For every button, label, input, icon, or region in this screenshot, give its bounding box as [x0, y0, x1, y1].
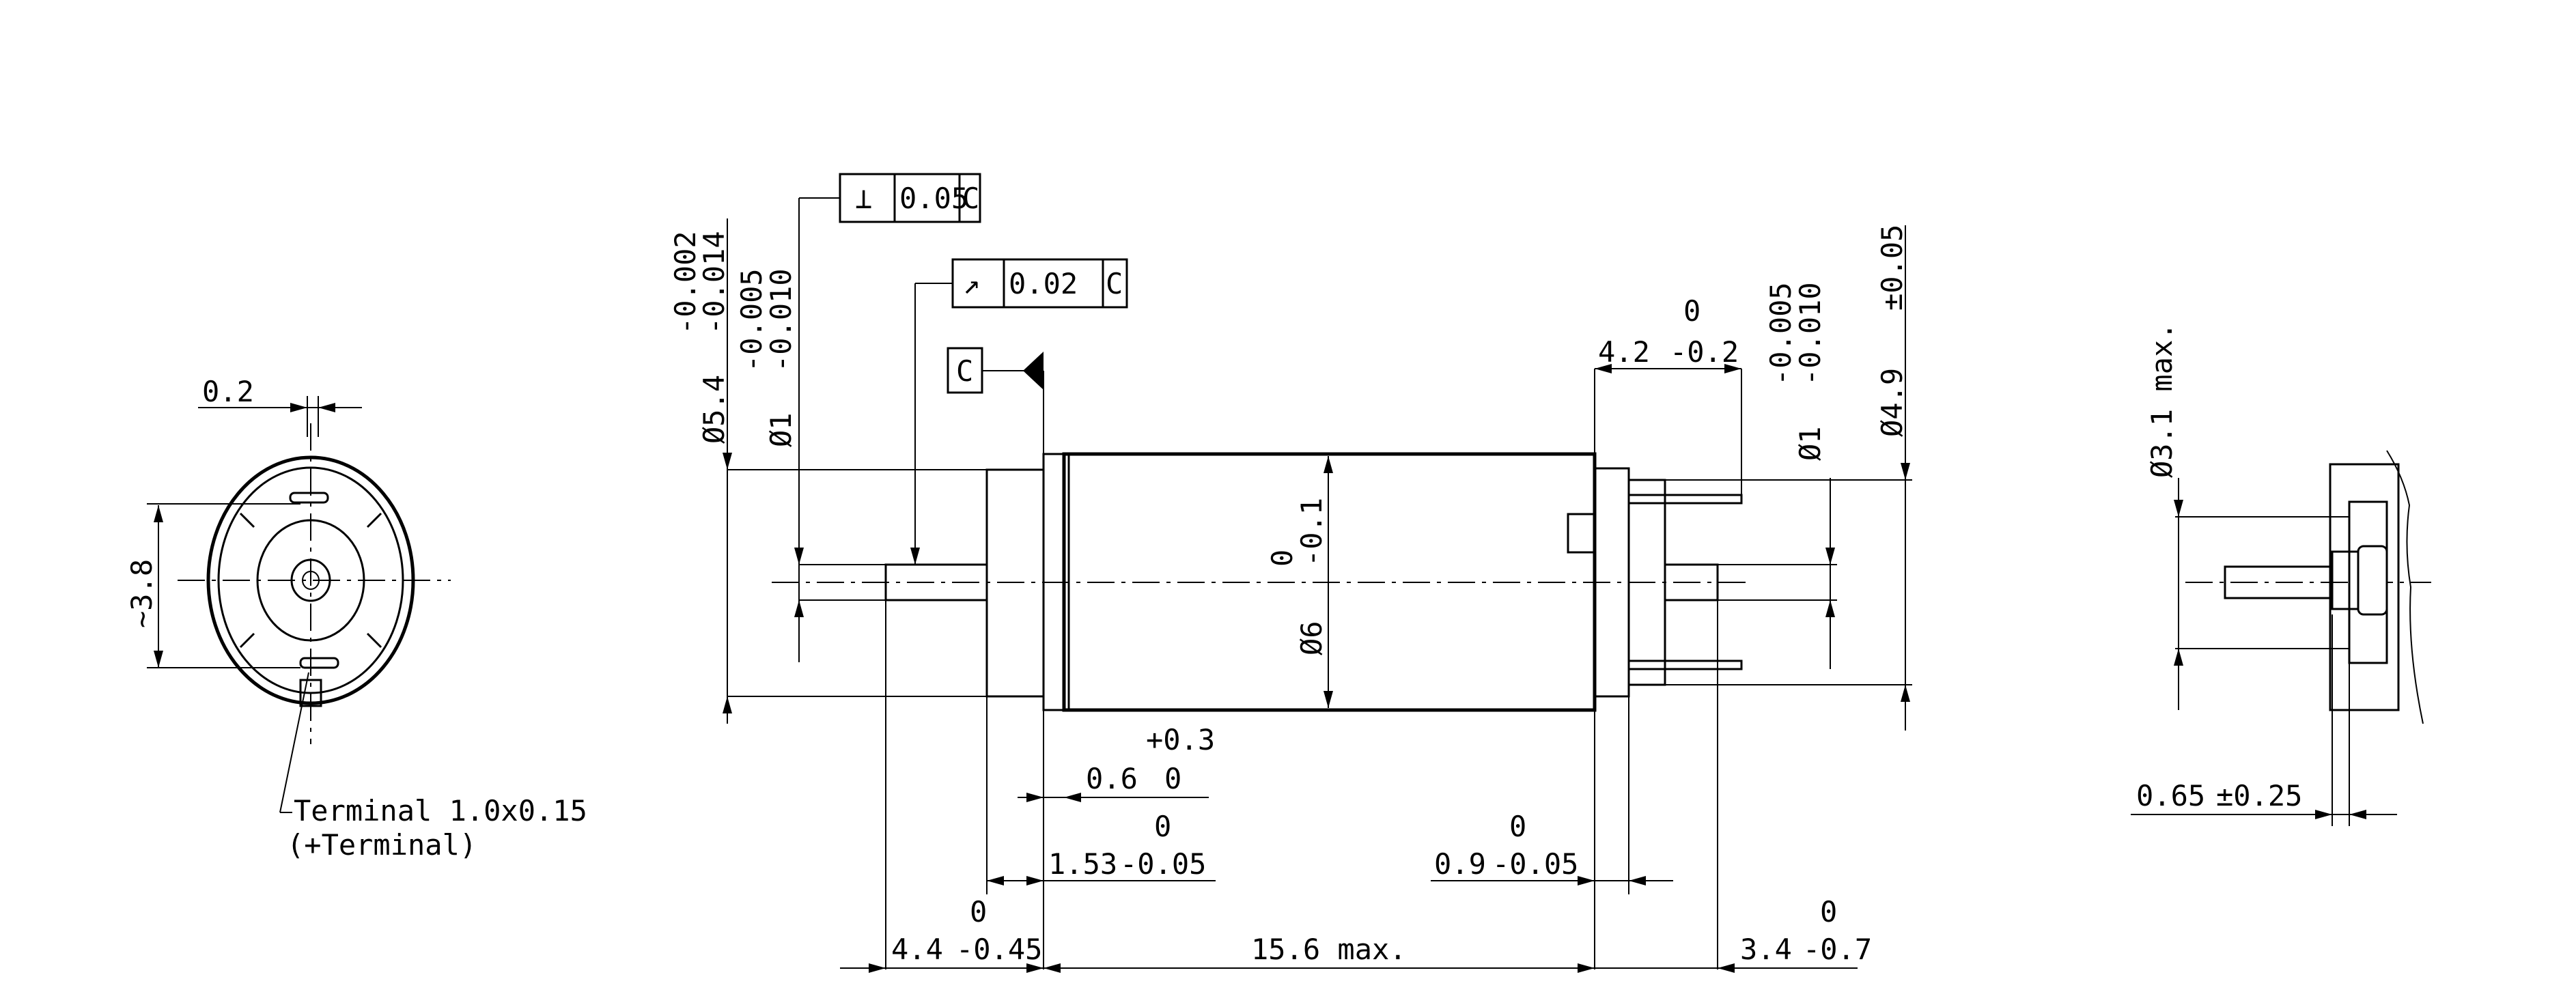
terminal-note-line2: (+Terminal): [287, 828, 477, 862]
front-width-dim: 0.2: [202, 375, 254, 408]
right-shaft-length: 3.4: [1740, 933, 1792, 966]
datum-c: C: [947, 347, 1044, 454]
perpendicularity-icon: ⊥: [855, 182, 872, 215]
right-shaft-dia: Ø1: [1793, 426, 1827, 461]
terminal-note-line1: Terminal 1.0x0.15: [294, 794, 587, 827]
left-shaft-dia-tol-upper: -0.005: [735, 268, 768, 372]
left-shaft-dia-tol-lower: -0.010: [764, 268, 798, 372]
rear-dia: Ø4.9: [1875, 368, 1909, 437]
flange-length-tol-upper: +0.3: [1146, 723, 1215, 756]
right-shaft-length-tol-lower: -0.7: [1803, 933, 1872, 966]
detail-offset: 0.65: [2136, 779, 2205, 812]
left-shaft-length-tol-lower: -0.45: [956, 933, 1042, 966]
bearing-dia-tol-upper: -0.002: [669, 231, 702, 335]
runout-tolerance: 0.02: [1009, 267, 1078, 300]
rear-cap-length-tol-lower: -0.05: [1492, 847, 1578, 881]
bearing-dia-tol-lower: -0.014: [697, 231, 731, 335]
perpendicularity-tolerance: 0.05: [899, 182, 968, 215]
detail-dia-max: Ø3.1 max.: [2145, 322, 2179, 478]
detail-view: Ø3.1 max. 0.65 ±0.25: [2131, 322, 2431, 826]
body-dia-tol-upper: 0: [1265, 550, 1299, 567]
rear-cap-length-tol-upper: 0: [1509, 810, 1526, 843]
side-view: 0 -0.1 Ø6 -0.002 -0.014 Ø5.4 -0.005 -0.0…: [669, 173, 1912, 973]
rear-cap-length: 0.9: [1434, 847, 1486, 881]
front-view: 0.2 ~3.8 Terminal 1.0x0.15 (+Terminal): [125, 375, 587, 862]
runout-icon: ↗: [963, 267, 980, 300]
body-length: 15.6 max.: [1251, 933, 1407, 966]
terminal-length-tol-lower: -0.2: [1670, 335, 1739, 369]
perpendicularity-frame: ⊥ 0.05 C: [839, 173, 981, 223]
left-shaft-dia: Ø1: [764, 412, 798, 447]
body-dia: Ø6: [1295, 621, 1328, 655]
terminal-length-tol-upper: 0: [1683, 294, 1700, 328]
flange-length: 0.6: [1086, 762, 1138, 795]
front-height-dim: ~3.8: [125, 559, 158, 628]
left-shaft-length: 4.4: [891, 933, 943, 966]
flange-length-tol-lower: 0: [1164, 762, 1181, 795]
bearing-dia: Ø5.4: [697, 375, 731, 444]
runout-frame: ↗ 0.02 C: [951, 258, 1128, 309]
perpendicularity-datum: C: [962, 182, 979, 215]
left-shaft-length-tol-upper: 0: [970, 895, 987, 929]
rear-dia-tol: ±0.05: [1875, 225, 1909, 311]
bearing-length-tol-upper: 0: [1154, 810, 1171, 843]
body-dia-tol-lower: -0.1: [1295, 498, 1328, 567]
bearing-length: 1.53: [1048, 847, 1117, 881]
runout-datum: C: [1106, 267, 1123, 300]
right-shaft-dia-tol-lower: -0.010: [1793, 282, 1827, 386]
detail-offset-tol: ±0.25: [2216, 779, 2302, 812]
bearing-length-tol-lower: -0.05: [1120, 847, 1206, 881]
right-shaft-dia-tol-upper: -0.005: [1764, 282, 1797, 386]
datum-c-label: C: [956, 354, 973, 388]
right-shaft-length-tol-upper: 0: [1820, 895, 1837, 929]
terminal-length: 4.2: [1598, 335, 1650, 369]
